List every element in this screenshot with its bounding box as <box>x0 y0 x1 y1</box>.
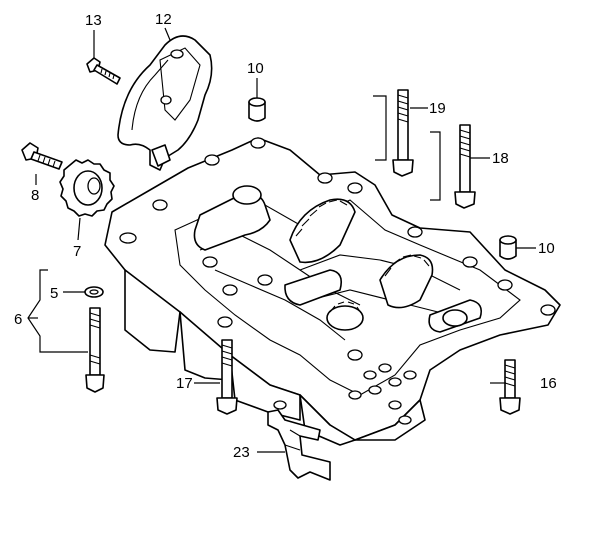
drive-gears <box>289 198 434 331</box>
callout-8: 8 <box>31 187 39 204</box>
callout-18: 18 <box>492 150 509 167</box>
bolt-8 <box>21 142 63 170</box>
callout-23: 23 <box>233 444 250 461</box>
bolt-18 <box>454 124 476 209</box>
callout-10-upper: 10 <box>247 60 264 77</box>
callout-13: 13 <box>85 12 102 29</box>
housing-mounting-holes <box>119 137 556 425</box>
callout-labels: 13 12 10 19 18 8 7 10 5 6 17 16 23 <box>14 11 557 461</box>
callout-17: 17 <box>176 375 193 392</box>
oil-pickup-23 <box>267 409 331 481</box>
washer-5 <box>84 286 104 298</box>
callout-16: 16 <box>540 375 557 392</box>
chain-tensioner <box>117 35 213 171</box>
sleeve-10-right <box>499 235 517 260</box>
bolt-17 <box>216 339 238 415</box>
bolt-19 <box>392 89 414 177</box>
callout-10-right: 10 <box>538 240 555 257</box>
bolt-16 <box>499 359 521 415</box>
callout-6: 6 <box>14 311 22 328</box>
callout-7: 7 <box>73 243 81 260</box>
stud-6 <box>85 307 105 393</box>
sprocket-7 <box>59 159 115 217</box>
balance-shafts <box>193 185 483 333</box>
leader-lines <box>27 27 536 453</box>
callout-19: 19 <box>429 100 446 117</box>
callout-12: 12 <box>155 11 172 28</box>
callout-5: 5 <box>50 285 58 302</box>
sleeve-10-upper <box>248 97 266 122</box>
bolt-13 <box>86 57 121 85</box>
